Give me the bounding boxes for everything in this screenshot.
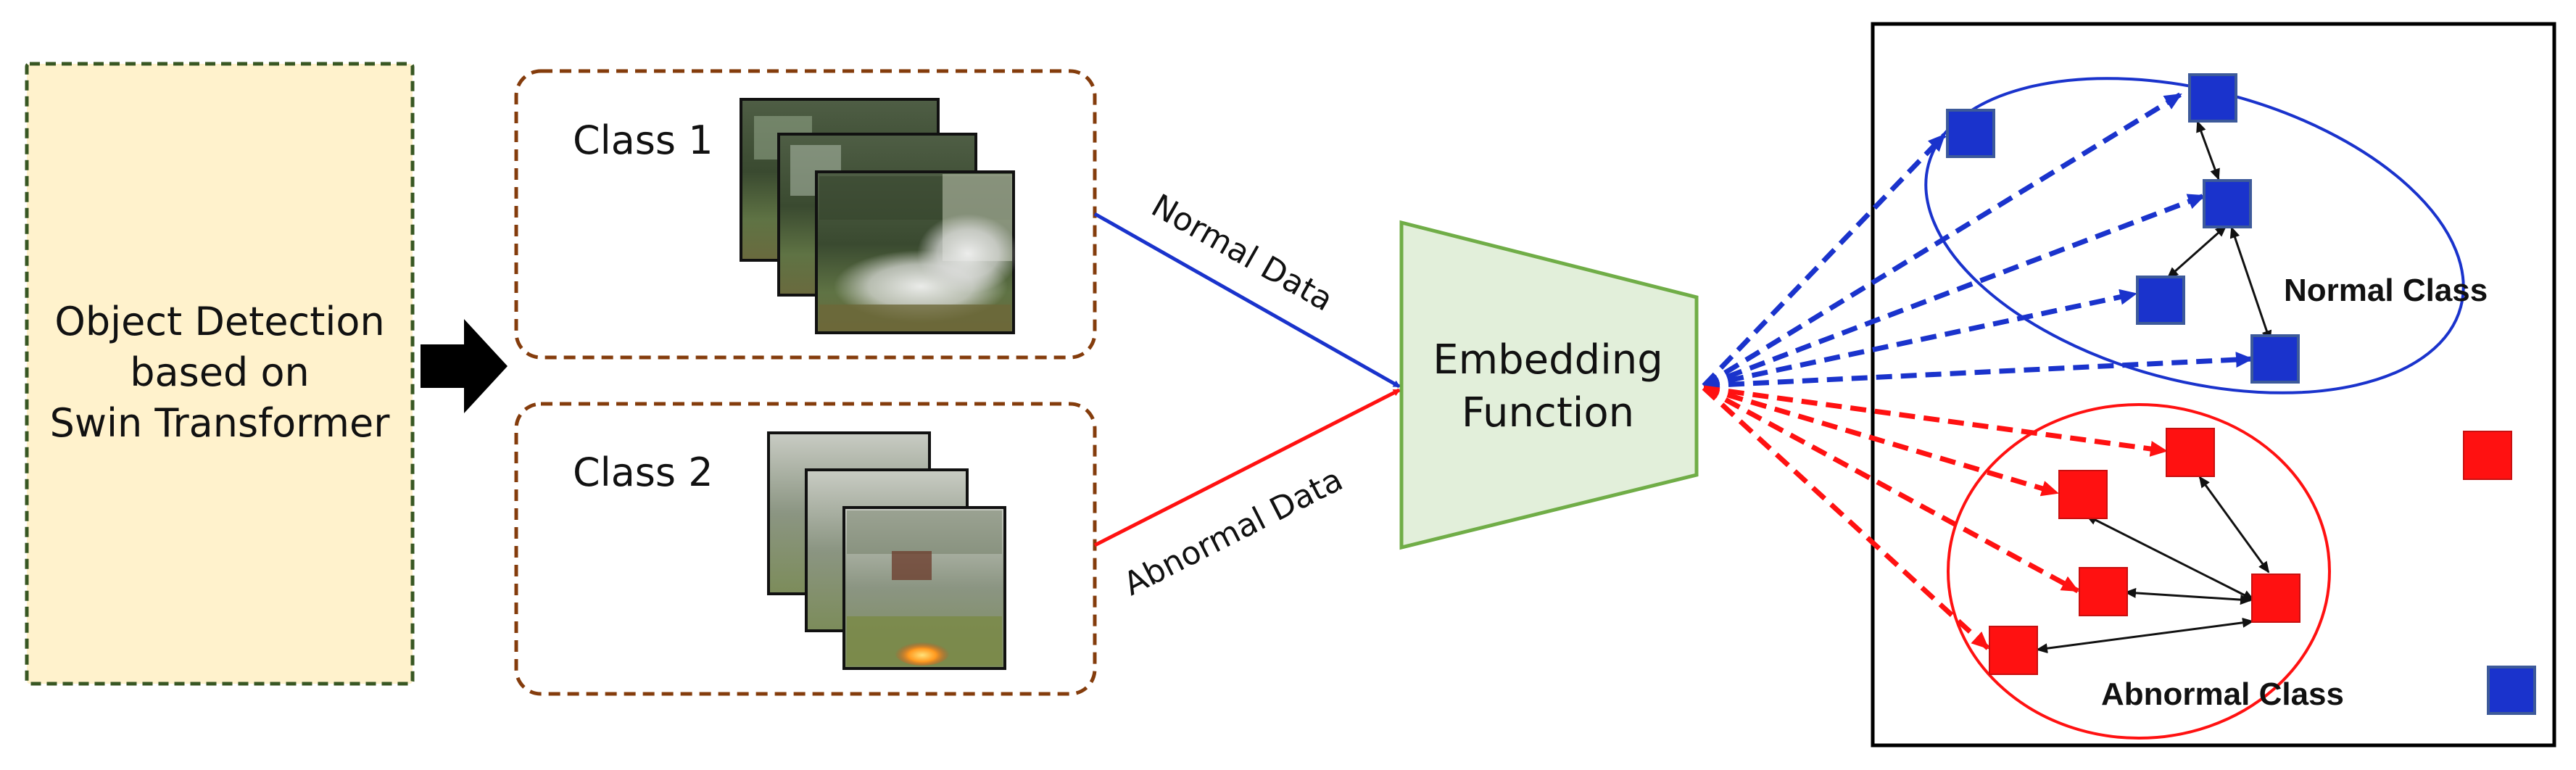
normal-point — [2188, 73, 2237, 123]
normal-distance-arrows — [2166, 120, 2272, 342]
class-1-image-stack — [740, 98, 1019, 334]
object-detection-line-1: Object Detection — [54, 299, 384, 344]
class-1-label: Class 1 — [573, 117, 713, 163]
class-2-image-front — [842, 506, 1006, 670]
class-2-label: Class 2 — [573, 450, 713, 495]
normal-point — [1946, 109, 1995, 158]
object-detection-line-3: Swin Transformer — [50, 400, 391, 446]
normal-outlier-point — [2487, 666, 2536, 715]
normal-point — [2250, 334, 2300, 384]
abnormal-data-label: Abnormal Data — [1118, 461, 1349, 603]
normal-data-arrow — [1093, 212, 1401, 389]
object-detection-box: Object Detection based on Swin Transform… — [25, 62, 415, 686]
abnormal-points — [1989, 428, 2512, 675]
abnormal-point — [2166, 428, 2215, 477]
embedding-function-block: Embedding Function — [1399, 220, 1699, 550]
class-1-box: Class 1 — [514, 69, 1097, 360]
object-detection-line-2: based on — [130, 349, 309, 395]
normal-embedding-arrows — [1702, 92, 2253, 389]
abnormal-point — [1989, 626, 2038, 675]
embedding-space-panel: Normal Class Abnormal Class — [1702, 22, 2556, 748]
abnormal-embedding-arrows — [1702, 385, 2168, 650]
embedding-function-line-1: Embedding — [1433, 336, 1663, 384]
normal-point — [2203, 179, 2252, 228]
pipeline-arrow-icon — [421, 319, 508, 413]
abnormal-class-label: Abnormal Class — [2101, 676, 2344, 712]
abnormal-data-arrow — [1093, 388, 1401, 547]
class-2-box: Class 2 — [514, 402, 1097, 696]
normal-points — [1946, 73, 2536, 715]
abnormal-outlier-point — [2463, 431, 2512, 480]
normal-class-label: Normal Class — [2284, 273, 2488, 308]
embedding-function-line-2: Function — [1462, 389, 1634, 436]
abnormal-point — [2079, 567, 2128, 616]
class-1-image-front — [815, 170, 1019, 334]
abnormal-point — [2251, 574, 2300, 623]
abnormal-point — [2058, 470, 2108, 519]
class-2-image-stack — [767, 431, 1006, 670]
normal-point — [2136, 276, 2185, 325]
abnormal-class-cluster — [1947, 403, 2331, 740]
abnormal-distance-arrows — [2036, 476, 2270, 654]
